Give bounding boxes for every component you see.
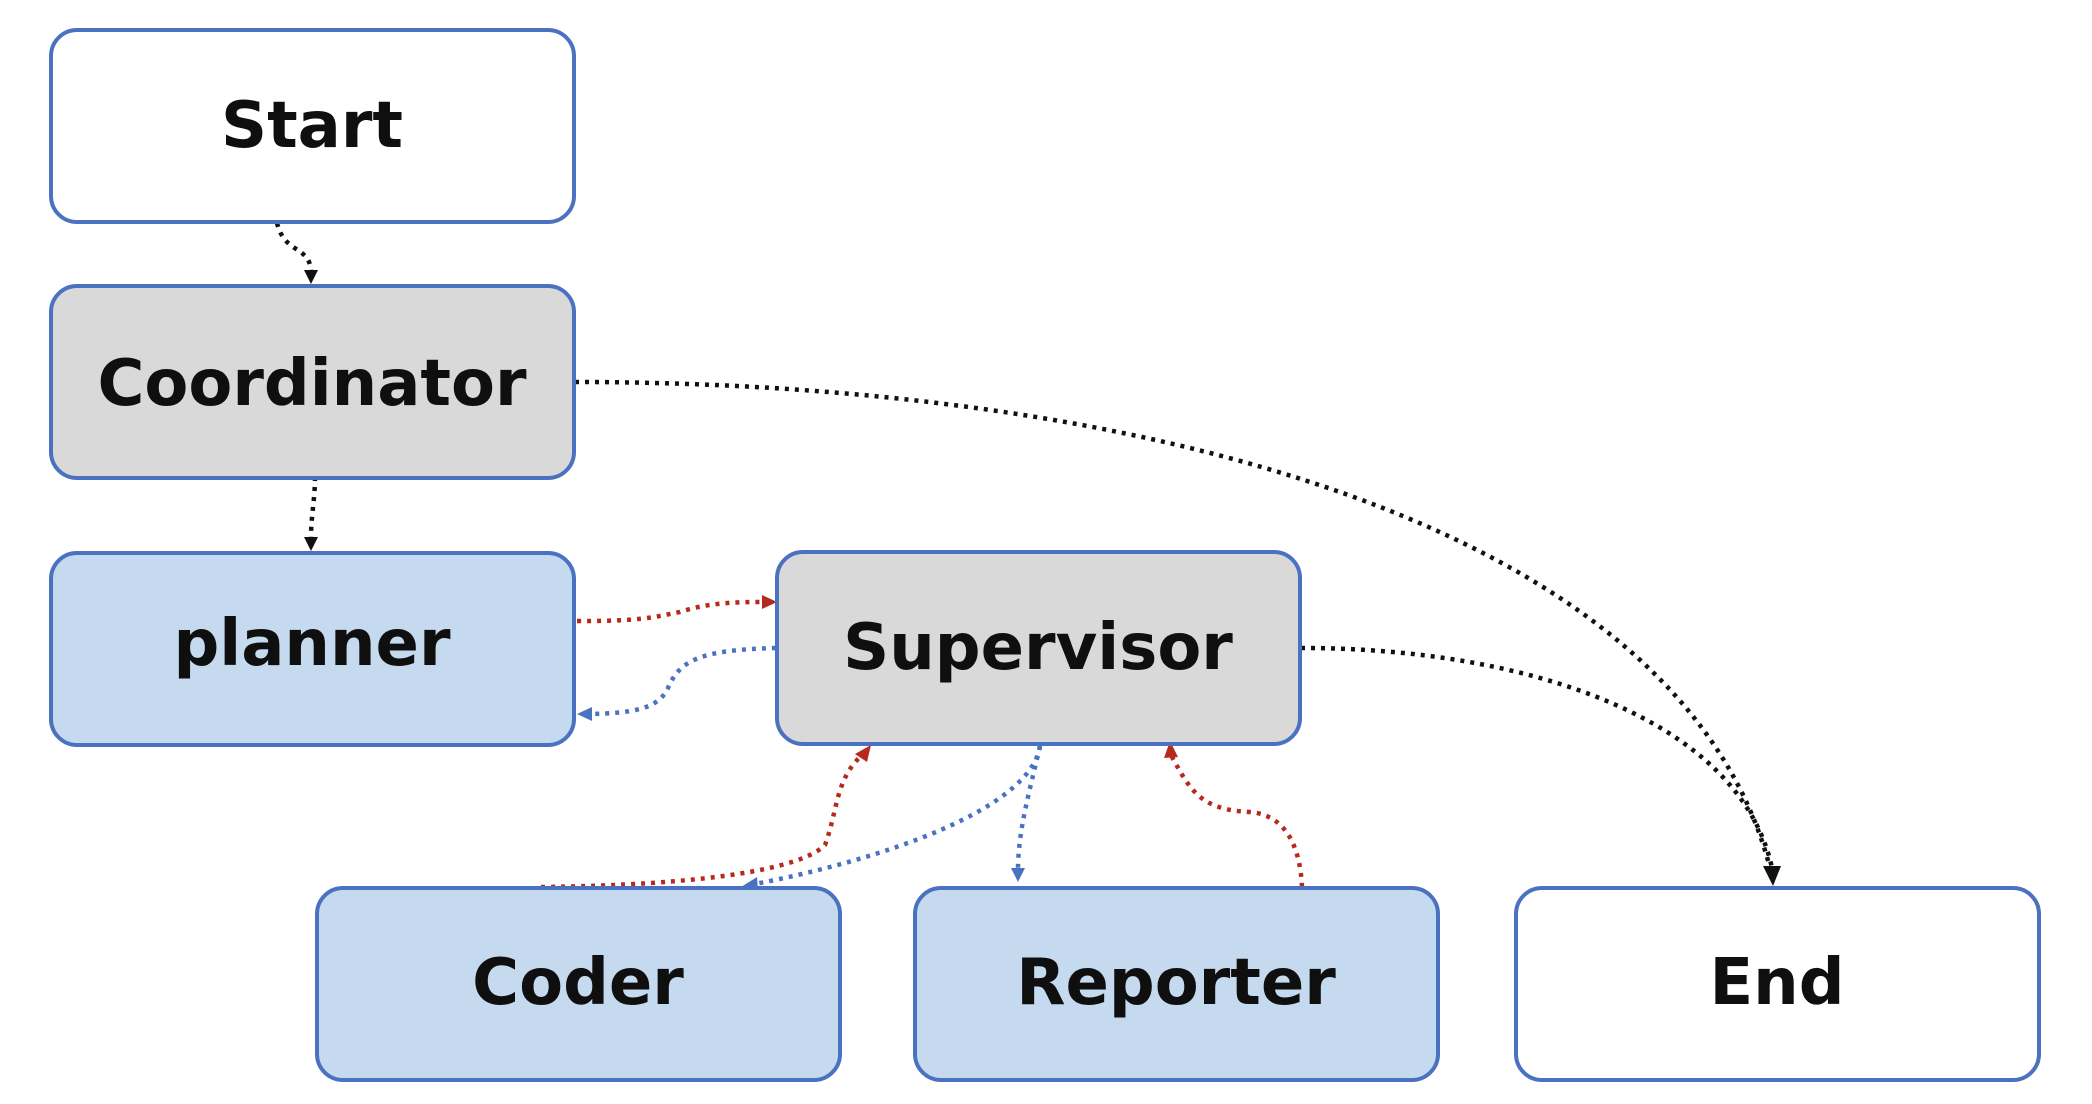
node-reporter-label: Reporter [1016, 946, 1336, 1020]
edge-coder-to-supervisor [540, 753, 864, 890]
node-coordinator[interactable]: Coordinator [49, 284, 576, 480]
edge-coordinator-to-planner [308, 476, 318, 539]
node-end[interactable]: End [1514, 886, 2041, 1082]
node-coder-label: Coder [472, 946, 684, 1020]
node-start[interactable]: Start [49, 28, 576, 224]
edge-supervisor-to-end [1300, 645, 1775, 869]
node-end-box [1514, 886, 2041, 1082]
edge-start-to-coordinator [274, 222, 314, 273]
edges-layer [274, 222, 1781, 891]
node-coder[interactable]: Coder [315, 886, 842, 1082]
node-reporter[interactable]: Reporter [913, 886, 1440, 1082]
node-planner[interactable]: planner [49, 551, 576, 747]
node-planner-label: planner [173, 607, 450, 681]
node-supervisor-box [775, 550, 1302, 746]
arrowhead-coordinator-to-planner [304, 537, 318, 551]
edge-reporter-to-supervisor [1169, 753, 1305, 888]
arrowhead-supervisor-to-reporter [1011, 868, 1025, 882]
edge-coordinator-to-end [574, 379, 1773, 869]
node-reporter-box [913, 886, 1440, 1082]
node-start-label: Start [221, 89, 403, 163]
arrowhead-planner-to-supervisor [762, 595, 777, 609]
node-supervisor[interactable]: Supervisor [775, 550, 1302, 746]
edge-supervisor-to-coder [754, 745, 1043, 887]
node-coder-box [315, 886, 842, 1082]
edge-planner-to-supervisor [576, 599, 765, 624]
node-end-label: End [1709, 946, 1844, 1020]
node-coordinator-box [49, 284, 576, 480]
nodes-layer: Start Coordinator planner Supervisor Cod… [49, 28, 2041, 1082]
node-start-box [49, 28, 576, 224]
node-planner-box [49, 551, 576, 747]
node-coordinator-label: Coordinator [97, 347, 527, 421]
arrowhead-reporter-to-supervisor [1164, 741, 1178, 758]
arrowhead-coder-to-supervisor [855, 745, 871, 762]
arrowhead-to-end [1763, 866, 1781, 886]
arrowhead-supervisor-to-planner [577, 707, 592, 721]
node-supervisor-label: Supervisor [843, 611, 1233, 685]
edge-supervisor-to-planner [589, 645, 777, 717]
edge-supervisor-to-reporter [1015, 745, 1043, 871]
arrowhead-start-to-coordinator [304, 270, 318, 284]
